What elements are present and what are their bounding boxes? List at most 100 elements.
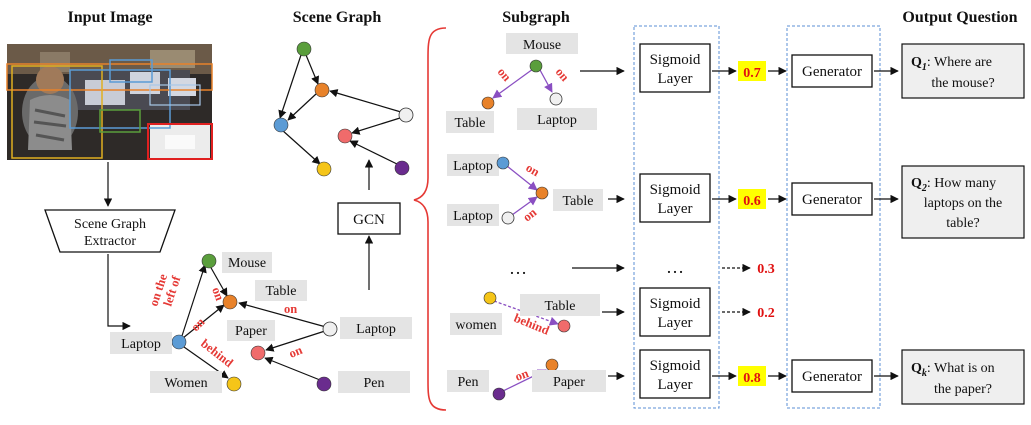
gcn-label: GCN xyxy=(353,212,385,228)
scene-graph-extractor: Scene Graph Extractor xyxy=(44,209,176,253)
score-1: 0.7 xyxy=(743,66,761,81)
svg-text:Layer: Layer xyxy=(658,377,693,393)
label-laptop-left: Laptop xyxy=(121,337,161,352)
label-women: Women xyxy=(164,376,207,391)
question-3: Qk: What is on the paper? xyxy=(901,349,1025,405)
header-scene-graph: Scene Graph xyxy=(293,9,382,26)
svg-text:laptops on the: laptops on the xyxy=(924,196,1003,211)
sub5-relation-on: on xyxy=(513,366,530,384)
label-paper: Paper xyxy=(235,324,267,339)
score-2: 0.6 xyxy=(743,194,761,209)
svg-text:Sigmoid: Sigmoid xyxy=(650,52,701,68)
node-paper xyxy=(250,345,266,361)
svg-text:Sigmoid: Sigmoid xyxy=(650,296,701,312)
node-mouse xyxy=(201,253,217,269)
node-laptop xyxy=(171,334,187,350)
sg-node-orange xyxy=(314,82,330,98)
sub4-label-table: Table xyxy=(545,299,576,314)
sub1-label-mouse: Mouse xyxy=(523,38,561,53)
svg-text:Qk: What is on: Qk: What is on xyxy=(911,361,995,379)
sigmoid-column-frame xyxy=(633,25,720,409)
svg-text:Generator: Generator xyxy=(802,64,862,80)
sub1-relation-on-b: on xyxy=(553,65,572,84)
header-subgraph: Subgraph xyxy=(502,9,570,26)
sigmoid-layer-2: Sigmoid Layer xyxy=(639,173,711,223)
sub1-label-table: Table xyxy=(455,116,486,131)
sub2-relation-on-a: on xyxy=(524,160,542,179)
svg-text:Sigmoid: Sigmoid xyxy=(650,182,701,198)
label-mouse: Mouse xyxy=(228,256,266,271)
sg-node-red xyxy=(337,128,353,144)
svg-text:Generator: Generator xyxy=(802,369,862,385)
relation-on-paper: on xyxy=(284,302,297,316)
svg-text:Q1: Where are: Q1: Where are xyxy=(911,55,992,73)
svg-text:Q2: How many: Q2: How many xyxy=(911,176,996,194)
question-1: Q1: Where are the mouse? xyxy=(901,43,1025,99)
sub1-label-laptop: Laptop xyxy=(537,113,577,128)
svg-text:Generator: Generator xyxy=(802,192,862,208)
subgraph-1: Mouse on on Table Laptop xyxy=(446,33,597,133)
scene-graph xyxy=(273,41,414,177)
sub5-label-pen: Pen xyxy=(458,375,479,390)
header-output-question: Output Question xyxy=(902,9,1017,26)
subgraph-4: Table women behind xyxy=(450,291,600,338)
subgraph-2: Laptop Laptop on on Table xyxy=(447,154,603,226)
main-graph: Mouse Table Paper Laptop Laptop Women Pe… xyxy=(110,252,412,393)
svg-text:the mouse?: the mouse? xyxy=(931,76,994,91)
node-pen xyxy=(316,376,332,392)
sg-node-yellow xyxy=(316,161,332,177)
svg-text:Layer: Layer xyxy=(658,315,693,331)
sub2-label-laptop-b: Laptop xyxy=(453,209,493,224)
arrow-extractor-to-graph xyxy=(107,254,131,331)
sub2-label-laptop-a: Laptop xyxy=(453,159,493,174)
sub2-relation-on-b: on xyxy=(520,205,539,224)
relation-on-mouse: on xyxy=(209,285,227,302)
sg-node-purple xyxy=(394,160,410,176)
label-table: Table xyxy=(266,284,297,299)
sg-node-white xyxy=(398,107,414,123)
sigmoid-ellipsis: … xyxy=(666,257,684,277)
generator-1: Generator xyxy=(791,54,873,88)
node-table xyxy=(222,294,238,310)
sub3-ellipsis: … xyxy=(509,258,527,278)
generator-column-frame xyxy=(786,25,881,409)
sigmoid-layer-4: Sigmoid Layer xyxy=(639,287,711,337)
question-2: Q2: How many laptops on the table? xyxy=(901,165,1025,239)
label-pen: Pen xyxy=(364,376,385,391)
input-photo xyxy=(6,44,213,160)
extractor-line1: Scene Graph xyxy=(74,217,146,232)
relation-on-pen: on xyxy=(287,343,305,361)
node-laptop-right xyxy=(322,321,338,337)
header-input-image: Input Image xyxy=(68,9,153,26)
svg-text:Layer: Layer xyxy=(658,71,693,87)
sub2-label-table: Table xyxy=(563,194,594,209)
sub5-label-paper: Paper xyxy=(553,375,585,390)
sub1-relation-on-a: on xyxy=(495,65,514,84)
relation-behind: behind xyxy=(198,336,236,370)
label-laptop-right: Laptop xyxy=(356,322,396,337)
generator-2: Generator xyxy=(791,182,873,216)
subgraph-brace xyxy=(413,27,447,411)
extractor-line2: Extractor xyxy=(84,234,136,249)
node-women xyxy=(226,376,242,392)
svg-text:the paper?: the paper? xyxy=(934,382,992,397)
score-highlight-5 xyxy=(738,366,766,386)
score-4: 0.2 xyxy=(757,306,775,321)
svg-text:Sigmoid: Sigmoid xyxy=(650,358,701,374)
gcn-block: GCN xyxy=(337,202,401,235)
svg-text:table?: table? xyxy=(946,216,979,231)
sg-node-blue xyxy=(273,117,289,133)
svg-text:Layer: Layer xyxy=(658,201,693,217)
score-5: 0.8 xyxy=(743,371,761,386)
sigmoid-layer-1: Sigmoid Layer xyxy=(639,43,711,93)
generator-3: Generator xyxy=(791,359,873,393)
score-highlight-2 xyxy=(738,189,766,209)
sub4-label-women: women xyxy=(455,318,496,333)
score-3: 0.3 xyxy=(757,262,775,277)
sg-node-green xyxy=(296,41,312,57)
subgraph-5: Pen on Paper xyxy=(447,358,606,401)
sigmoid-layer-5: Sigmoid Layer xyxy=(639,349,711,399)
score-highlight-1 xyxy=(738,61,766,81)
